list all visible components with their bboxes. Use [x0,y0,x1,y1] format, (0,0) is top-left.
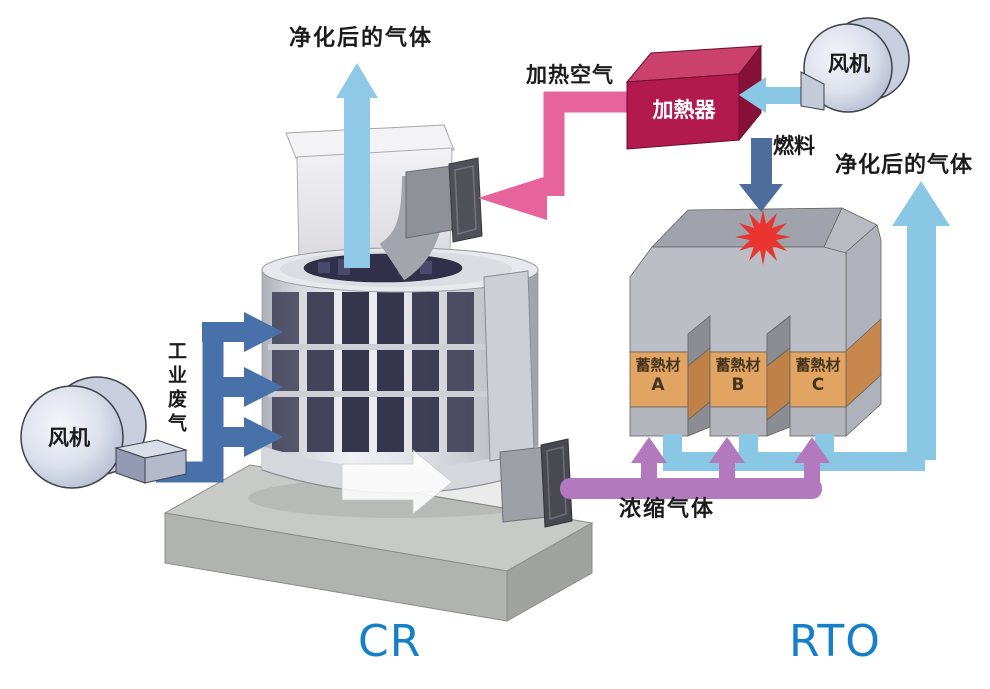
industrial-waste-gas-label: 工业废气 [165,341,187,437]
heat-storage-b-label: 蓄熱材 B [709,356,767,396]
heat-storage-c-id: C [811,374,825,395]
top-duct-flange-inner [454,165,477,235]
heater-box [625,44,763,150]
left-fan-outlet-right [144,449,187,484]
left-fan-body [20,385,124,489]
heater-label: 加熱器 [652,98,716,122]
heated-air-line [478,91,632,220]
concentrated-gas-label: 浓缩气体 [619,497,716,522]
heat-storage-a-material: 蓄熱材 [635,356,681,374]
heat-storage-a-label: 蓄熱材 A [629,356,687,396]
rto-unit-label: RTO [789,616,881,667]
rto-leg-a [629,351,689,437]
cr-unit [261,124,573,528]
platform-front-right-face [506,522,593,622]
base-platform [163,464,594,622]
flame-burst [735,209,791,265]
left-fan [20,376,188,489]
rto-leg-b [709,351,768,437]
heater-front-face [626,73,740,150]
heated-air-label: 加热空气 [526,63,614,87]
top-fan-outlet [800,71,825,111]
rto-gap-wall-ab [687,315,711,437]
heat-storage-b-material: 蓄熱材 [715,356,761,374]
rotor-housing-slab [483,270,535,462]
heat-storage-c-label: 蓄熱材 C [789,356,847,396]
concentrated-gas-lines [560,437,830,499]
rotor-panels [272,292,474,452]
rto-leg-c [789,351,847,437]
cr-exhaust-arrow [336,63,378,268]
rto-purified-gas-label: 净化后的气体 [835,153,974,178]
top-fan-label: 风机 [828,52,870,76]
rto-front-face [629,246,847,353]
fuel-label: 燃料 [773,134,815,158]
top-fan-body [803,23,893,113]
top-duct-flange [448,157,483,243]
bottom-duct [499,446,548,523]
rto-unit [629,207,882,437]
rto-gap-wall-bc [766,315,791,437]
heat-storage-a-id: A [651,374,665,395]
cr-unit-label: CR [358,616,422,667]
heat-storage-c-material: 蓄熱材 [795,356,841,374]
top-fan [800,17,910,113]
fuel-arrow [739,138,783,212]
fan-to-heater-arrow [739,77,806,113]
rotation-arrow [341,449,453,515]
bottom-duct-flange-inner [546,446,567,521]
left-fan-label: 风机 [48,426,90,450]
cr-purified-gas-label: 净化后的气体 [289,26,434,51]
top-duct [405,165,453,239]
heat-storage-b-id: B [731,374,745,395]
rotor-rib-lines [268,344,520,397]
